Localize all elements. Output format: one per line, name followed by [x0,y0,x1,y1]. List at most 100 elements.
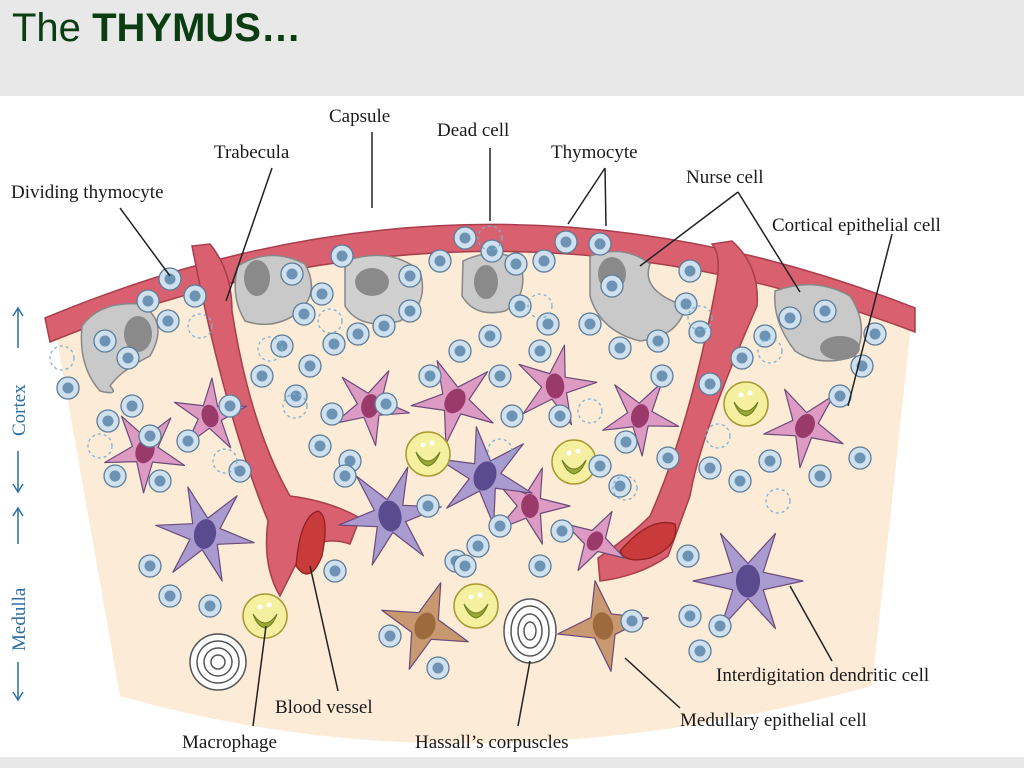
label-thymocyte: Thymocyte [551,142,638,163]
thymocyte [346,322,370,346]
thymocyte [228,459,252,483]
thymocyte [374,392,398,416]
thymocyte [183,284,207,308]
thymocyte [426,656,450,680]
thymocyte [863,322,887,346]
thymocyte [578,312,602,336]
label-macrophage: Macrophage [182,732,277,753]
thymocyte [428,249,452,273]
thymocyte [333,464,357,488]
thymocyte [372,314,396,338]
thymocyte [156,309,180,333]
dendritic-cell [338,466,442,566]
thymocyte [676,544,700,568]
thymocyte [608,336,632,360]
thymocyte [548,404,572,428]
thymocyte [698,456,722,480]
thymocyte [650,364,674,388]
medullary-epithelial-cell [381,582,469,670]
cortical-epithelial-cell [410,360,494,445]
thymocyte [536,312,560,336]
label-medullary-epithelial-cell: Medullary epithelial cell [680,710,867,731]
dead-cell [577,398,603,424]
dendritic-cell [155,486,255,582]
thymocyte [480,239,504,263]
thymocyte [708,614,732,638]
dead-cell [687,305,713,331]
region-axis [12,306,24,702]
nurse-cell [773,283,863,362]
thymocyte [320,402,344,426]
thymocyte [158,267,182,291]
cortical-epithelial-cell [333,370,410,447]
hassalls-corpuscle [189,633,247,691]
thymocyte [488,514,512,538]
thymocyte [758,449,782,473]
thymocyte [728,469,752,493]
dead-cell [527,293,553,319]
dead-cell [257,336,283,362]
thymocyte [730,346,754,370]
dead-cell [757,338,783,364]
thymocyte [310,282,334,306]
dead-cell [87,433,113,459]
title-bar: The THYMUS… [0,0,1024,96]
cortical-epithelial-cell [763,388,844,469]
thymocyte [378,624,402,648]
thymocyte [398,264,422,288]
thymocyte [688,639,712,663]
thymocyte [646,329,670,353]
label-dividing-thymocyte: Dividing thymocyte [11,182,164,203]
thymocyte [554,230,578,254]
dead-cell [487,438,513,464]
thymocyte [778,306,802,330]
label-blood-vessel: Blood vessel [275,697,373,718]
nurse-cell [80,302,159,394]
medullary-epithelial-cell [557,580,649,672]
dead-cell [187,313,213,339]
thymocyte [850,354,874,378]
thymocyte [116,346,140,370]
thymocyte [813,299,837,323]
thymocyte [588,454,612,478]
thymocyte [620,609,644,633]
thymocyte [753,324,777,348]
thymocyte [848,446,872,470]
thymocyte [528,554,552,578]
thymocyte [418,364,442,388]
thymocyte [56,376,80,400]
thymocyte [608,474,632,498]
thymocyte [96,409,120,433]
trabecula-left [191,243,361,598]
thymocyte [550,519,574,543]
thymocyte [588,232,612,256]
thymocyte [198,594,222,618]
thymocyte [678,604,702,628]
thymocyte [528,339,552,363]
thymocyte [323,559,347,583]
thymocyte [508,294,532,318]
thymocyte [250,364,274,388]
dead-cell [49,345,75,371]
thymocyte [292,302,316,326]
cortical-epithelial-cell [497,467,571,545]
thymocyte [138,424,162,448]
thymocyte [466,534,490,558]
thymocyte [330,244,354,268]
label-hassalls-corpuscles: Hassall’s corpuscles [415,732,569,753]
dendritic-cell [692,532,804,630]
dead-cell [212,448,238,474]
thymocyte [148,469,172,493]
dead-cell [612,475,638,501]
label-nurse-cell: Nurse cell [686,167,764,188]
thymocyte [103,464,127,488]
label-trabecula: Trabecula [214,142,290,163]
label-capsule: Capsule [329,106,390,127]
thymocyte [698,372,722,396]
label-interdigitation-dendritic-cell: Interdigitation dendritic cell [716,665,929,686]
thymocyte [688,320,712,344]
thymocyte [600,274,624,298]
thymocyte [453,226,477,250]
dead-cell [705,423,731,449]
